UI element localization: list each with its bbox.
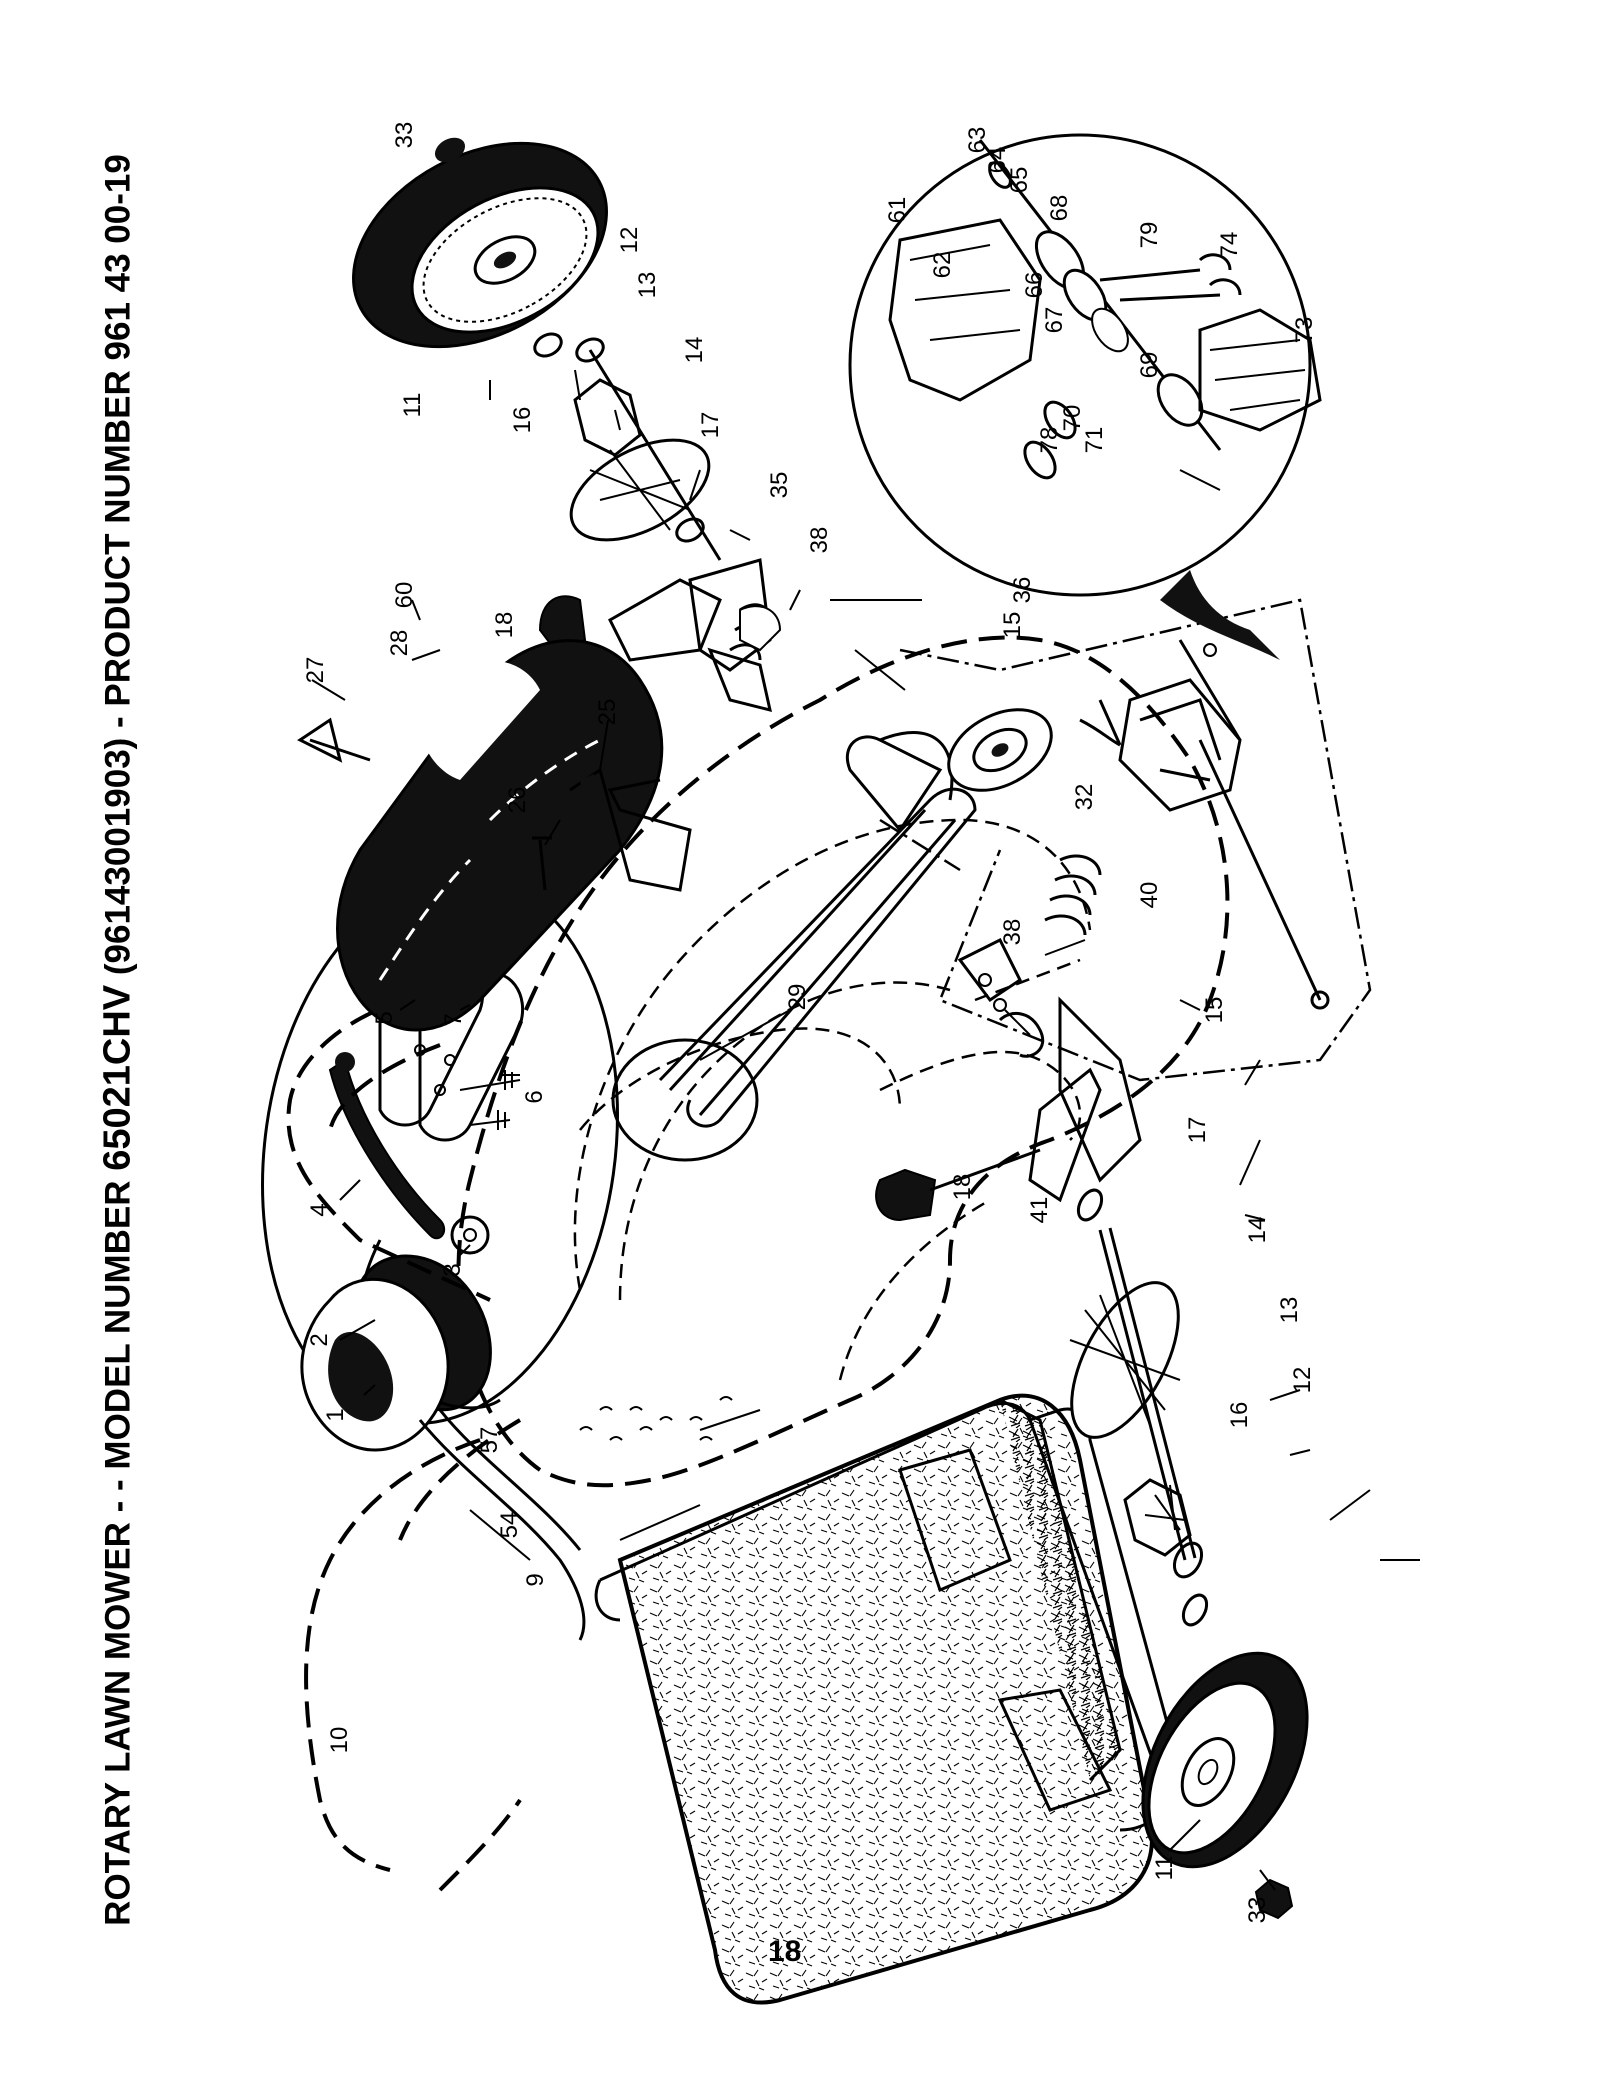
- callout-15-upper: 15: [999, 612, 1026, 639]
- callout-61: 61: [884, 197, 911, 224]
- callout-5: 5: [371, 1011, 398, 1024]
- callout-71: 71: [1081, 427, 1108, 454]
- callout-11-rear: 11: [399, 393, 426, 418]
- callout-33-rear: 33: [391, 122, 418, 149]
- callout-69: 69: [1136, 352, 1163, 379]
- callout-15-lower: 15: [1201, 997, 1228, 1024]
- callout-54: 54: [496, 1512, 523, 1539]
- callout-4: 4: [306, 1203, 333, 1216]
- gearbox-inset: [848, 133, 1322, 660]
- callout-18-upper: 18: [491, 612, 518, 639]
- grass-catcher-bag: [594, 1393, 1182, 2005]
- callout-12-front: 12: [1289, 1367, 1316, 1394]
- callout-41: 41: [1026, 1197, 1053, 1224]
- callout-67: 67: [1041, 307, 1068, 334]
- callout-3: 3: [439, 1263, 466, 1276]
- handle-assembly: [286, 998, 586, 1892]
- callout-25: 25: [594, 699, 621, 726]
- callout-14-rear: 14: [681, 337, 708, 364]
- callout-17-front: 17: [1184, 1117, 1211, 1144]
- callout-32: 32: [1071, 784, 1098, 811]
- deck-outline: [456, 635, 1230, 1488]
- callout-2: 2: [306, 1333, 333, 1346]
- callout-57: 57: [476, 1427, 503, 1454]
- callout-9: 9: [522, 1573, 549, 1586]
- callout-labels: 1 2 3 4 5 6 7 9 10 11 11 12 12 13 13 14 …: [302, 122, 1318, 1924]
- callout-13-front: 13: [1276, 1297, 1303, 1324]
- callout-38-upper: 38: [806, 527, 833, 554]
- callout-11-front: 11: [1151, 1856, 1178, 1881]
- callout-16-rear: 16: [509, 407, 536, 434]
- callout-17-rear: 17: [697, 412, 724, 439]
- leader-lines: [311, 369, 1420, 1891]
- callout-12-rear: 12: [616, 227, 643, 254]
- callout-38-lower: 38: [999, 919, 1026, 946]
- callout-66: 66: [1021, 272, 1048, 299]
- callout-74: 74: [1216, 232, 1243, 259]
- callout-14-front: 14: [1244, 1217, 1271, 1244]
- callout-62: 62: [929, 252, 956, 279]
- callout-18-lower: 18: [949, 1174, 976, 1201]
- callout-70: 70: [1059, 405, 1086, 432]
- callout-78: 78: [1036, 427, 1063, 454]
- callout-13-rear: 13: [634, 272, 661, 299]
- callout-40: 40: [1136, 882, 1163, 909]
- belt-cover: [297, 639, 664, 1032]
- callout-65: 65: [1006, 167, 1033, 194]
- transmission-assembly: [739, 598, 1372, 1082]
- rear-wheel-assembly: [352, 137, 772, 713]
- callout-36: 36: [1009, 577, 1036, 604]
- callout-6: 6: [521, 1090, 548, 1103]
- callout-7: 7: [440, 1013, 467, 1026]
- callout-73: 73: [1291, 317, 1318, 344]
- callout-64: 64: [984, 147, 1011, 174]
- vent-marks: [579, 1396, 733, 1441]
- callout-35: 35: [766, 472, 793, 499]
- drive-belt-assembly: [611, 731, 977, 1162]
- callout-63: 63: [964, 127, 991, 154]
- front-wheel-assembly: [875, 958, 1309, 1920]
- callout-27: 27: [302, 657, 329, 684]
- callout-79: 79: [1136, 222, 1163, 249]
- callout-16-front: 16: [1226, 1402, 1253, 1429]
- callout-26: 26: [504, 787, 531, 814]
- callout-10: 10: [326, 1727, 353, 1754]
- bracket-25: [532, 767, 692, 892]
- callout-1: 1: [322, 1408, 349, 1421]
- callout-68: 68: [1046, 195, 1073, 222]
- callout-29: 29: [784, 984, 811, 1011]
- callout-28: 28: [386, 630, 413, 657]
- callout-60: 60: [391, 582, 418, 609]
- callout-33-front: 33: [1244, 1897, 1271, 1924]
